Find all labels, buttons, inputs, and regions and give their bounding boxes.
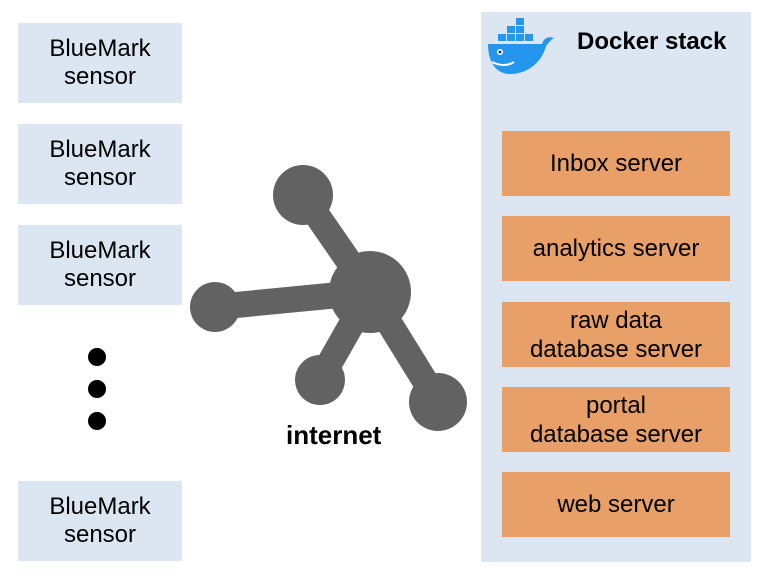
network-node (409, 373, 467, 431)
sensor-label: BlueMark (49, 237, 151, 264)
server-label: web server (557, 491, 675, 518)
web-server-box: web server (502, 472, 730, 537)
docker-stack-title: Docker stack (577, 28, 727, 55)
sensor-label: BlueMark (49, 35, 151, 62)
analytics-server-box: analytics server (502, 216, 730, 281)
sensor-label: BlueMark (49, 493, 151, 520)
server-label: raw data (569, 306, 663, 334)
sensor-sublabel: sensor (63, 63, 137, 90)
sensor-sublabel: sensor (63, 521, 137, 548)
sensor-sublabel: sensor (63, 265, 137, 292)
server-label: Inbox server (549, 150, 683, 177)
network-node (295, 355, 345, 405)
ellipsis-dot (88, 348, 106, 366)
network-node (190, 282, 240, 332)
server-label: portal (585, 391, 647, 419)
docker-whale-icon (488, 18, 554, 74)
server-label: analytics server (532, 235, 700, 262)
server-sublabel: database server (529, 335, 703, 363)
sensor-label: BlueMark (49, 136, 151, 163)
inbox-server-box: Inbox server (502, 131, 730, 196)
network-node-center (329, 251, 411, 333)
internet-label: internet (286, 420, 382, 450)
server-sublabel: database server (529, 420, 703, 448)
network-node (273, 165, 333, 225)
ellipsis-dot (88, 412, 106, 430)
ellipsis-dot (88, 380, 106, 398)
docker-stack-panel (481, 12, 751, 562)
sensor-sublabel: sensor (63, 164, 137, 191)
